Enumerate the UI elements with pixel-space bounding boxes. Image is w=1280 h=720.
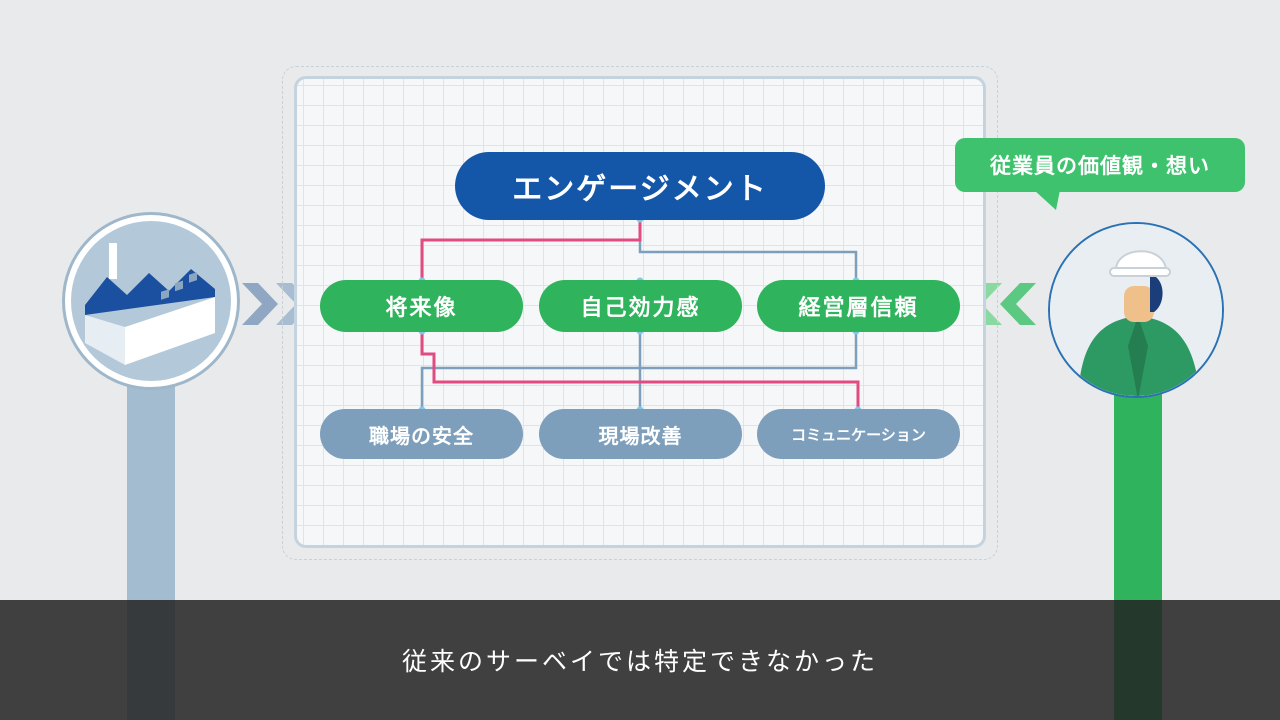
factory-badge [62,212,240,390]
worker-badge [1048,222,1224,398]
factor-node-future: 将来像 [320,280,523,332]
worker-icon [1050,224,1222,396]
speech-bubble-tail [1034,190,1060,210]
item-node-site-improvement: 現場改善 [539,409,742,459]
chevron-right-icon [242,283,278,325]
factor-node-management-trust: 経営層信頼 [757,280,960,332]
item-node-workplace-safety: 職場の安全 [320,409,523,459]
item-node-communication: コミュニケーション [757,409,960,459]
subtitle-bar: 従来のサーベイでは特定できなかった [0,600,1280,720]
factor-node-self-efficacy: 自己効力感 [539,280,742,332]
engagement-node: エンゲージメント [455,152,825,220]
subtitle-text: 従来のサーベイでは特定できなかった [401,647,878,676]
factory-icon [85,243,215,365]
speech-bubble: 従業員の価値観・想い [955,138,1245,192]
board-frame [282,66,998,560]
chevron-left-icon [1000,283,1036,325]
